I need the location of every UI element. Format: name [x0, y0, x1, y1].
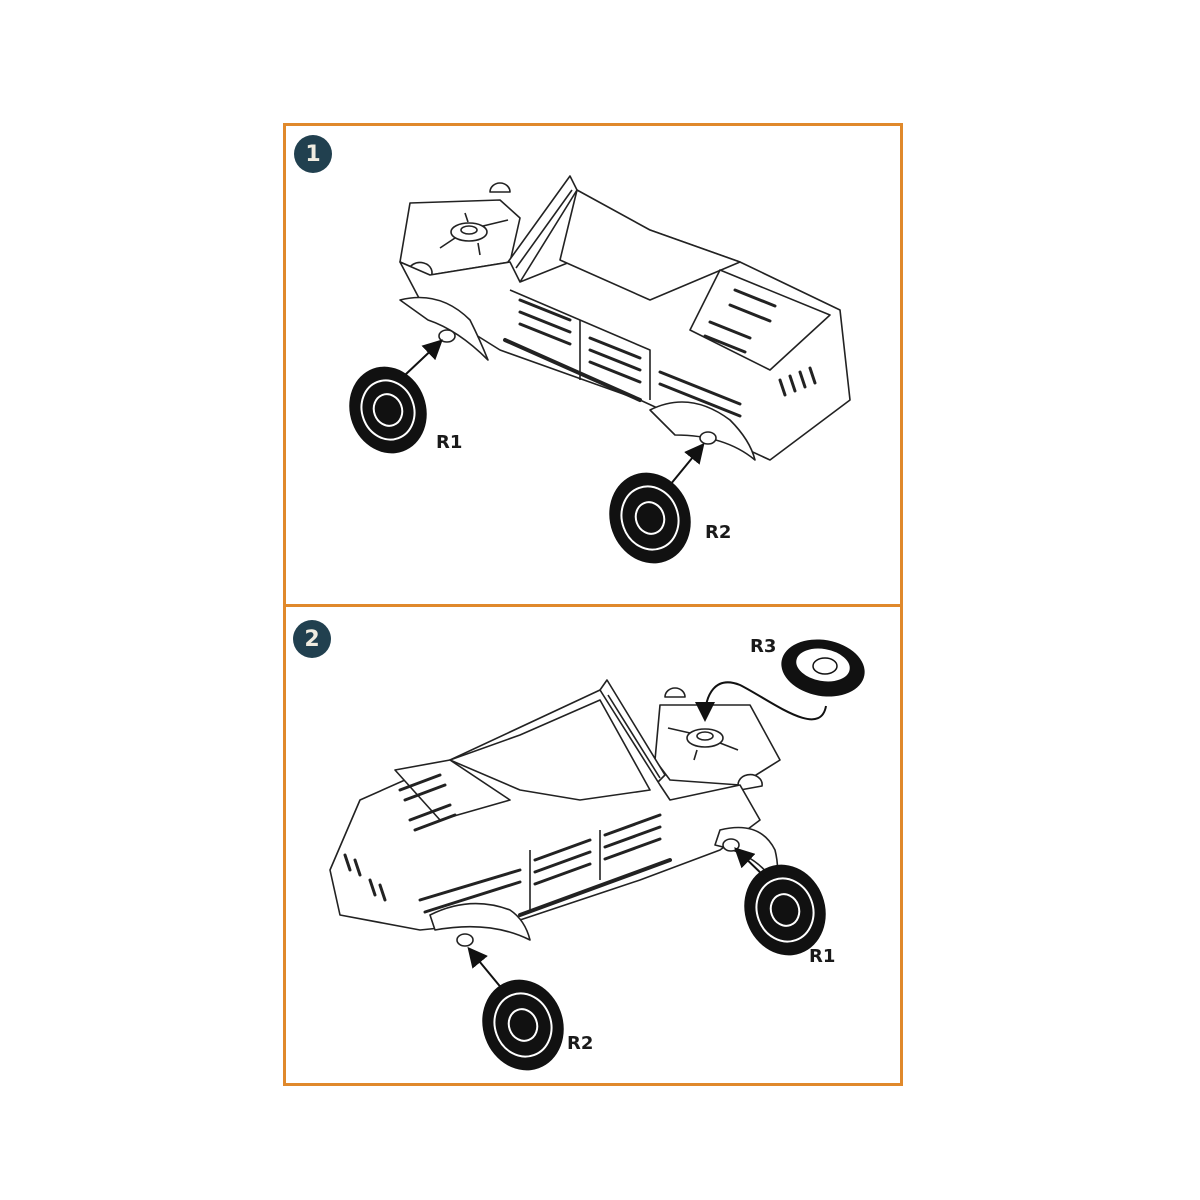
part-label-r1: R1 [809, 946, 836, 967]
body-slats-step2 [343, 773, 672, 917]
part-label-r3: R3 [750, 636, 777, 657]
wheel-r2-step1 [609, 472, 691, 564]
arrow-r1-step1 [404, 339, 443, 376]
step-1-badge: 1 [294, 135, 332, 173]
step-2-badge: 2 [293, 620, 331, 658]
part-label-r2: R2 [567, 1033, 594, 1054]
arrow-r2-step2 [467, 946, 504, 991]
body-slats-step1 [503, 288, 817, 418]
vehicle-body-step1 [399, 175, 851, 461]
arrow-r1-step2 [734, 847, 769, 881]
part-label-r1: R1 [436, 432, 463, 453]
wheel-r1-step2 [744, 864, 826, 956]
step-divider [283, 604, 903, 607]
arrow-r3 [695, 681, 827, 722]
wheel-r3-spare [781, 639, 865, 697]
part-label-r2: R2 [705, 522, 732, 543]
wheel-r1-step1 [349, 366, 427, 454]
wheel-r2-step2 [482, 979, 564, 1071]
vehicle-body-step2 [329, 679, 781, 947]
arrow-r2-step1 [669, 442, 705, 486]
